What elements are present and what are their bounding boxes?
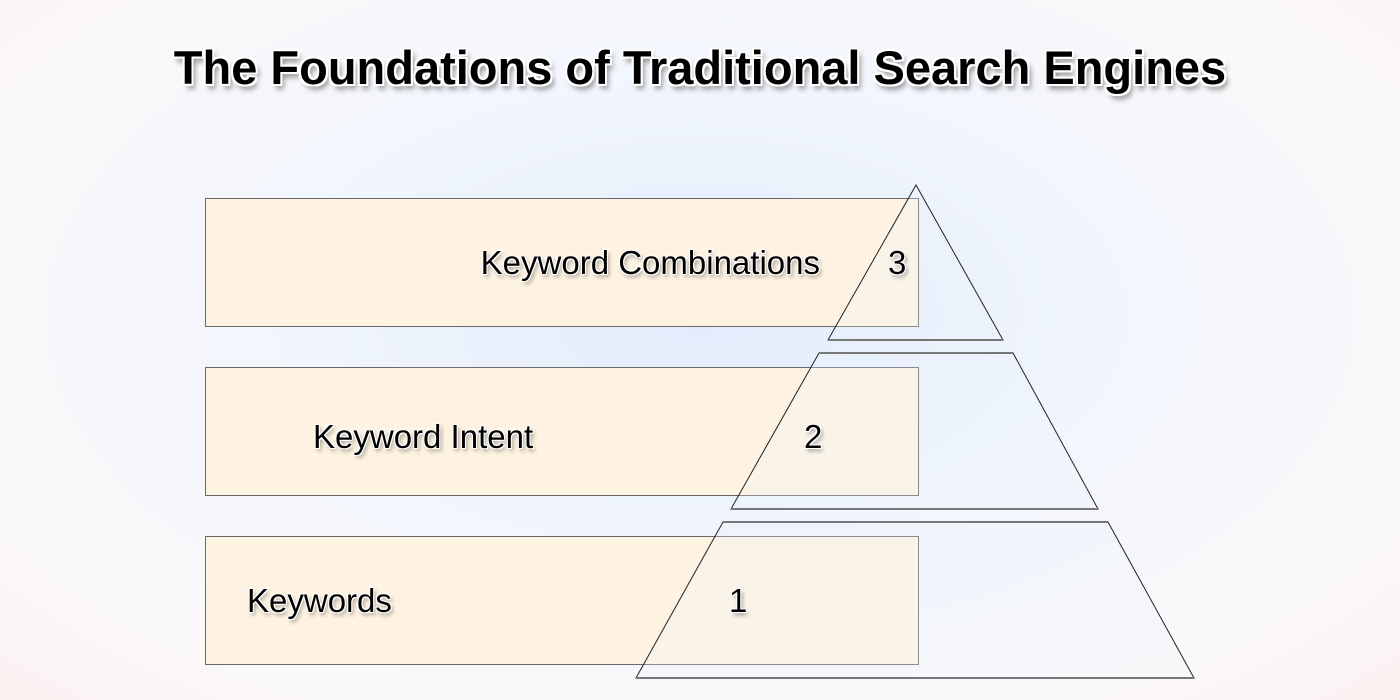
pyramid-tier-3 bbox=[827, 183, 1004, 341]
level-box-2 bbox=[205, 367, 919, 496]
level-label-3: Keyword Combinations bbox=[480, 244, 820, 281]
level-number-2: 2 bbox=[804, 418, 823, 455]
pyramid-tier-1 bbox=[635, 521, 1195, 679]
level-label-1: Keywords bbox=[247, 582, 392, 619]
page-title: The Foundations of Traditional Search En… bbox=[173, 41, 1227, 94]
level-label-2: Keyword Intent bbox=[313, 418, 534, 455]
level-box-3 bbox=[205, 198, 919, 327]
level-number-3: 3 bbox=[888, 244, 907, 281]
level-box-1 bbox=[205, 536, 919, 665]
level-number-1: 1 bbox=[729, 582, 748, 619]
pyramid-tier-2 bbox=[730, 352, 1099, 510]
